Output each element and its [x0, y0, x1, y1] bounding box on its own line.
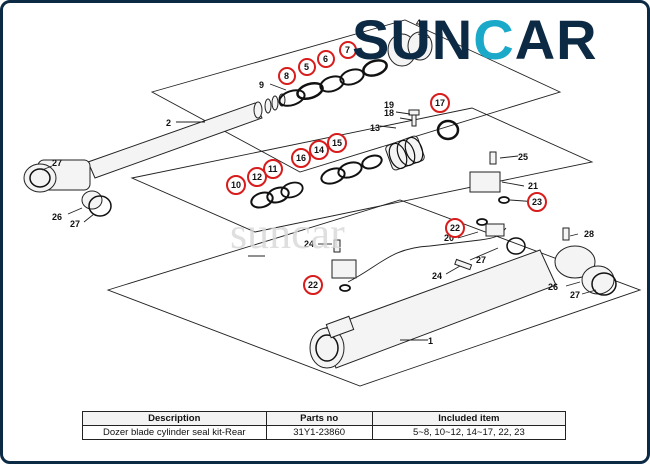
kit-callout-6: 6	[323, 54, 328, 64]
kit-callouts: 7 6 5 8 17 15 14 16 11 12 10 22 22 23	[226, 41, 547, 295]
table-header-row: Description Parts no Included item	[82, 411, 567, 426]
callout-4: 4	[416, 18, 421, 28]
rod-eye	[23, 159, 112, 217]
header-description: Description	[82, 411, 267, 426]
cell-parts-no: 31Y1-23860	[265, 425, 373, 440]
piston-seal-rings	[250, 154, 383, 209]
kit-callout-12: 12	[252, 172, 262, 182]
callout-28: 28	[584, 229, 594, 239]
callout-27d: 27	[570, 290, 580, 300]
callout-1-label: 2	[166, 118, 171, 128]
frame-tube-group	[106, 199, 642, 387]
frame-rod-group	[150, 19, 562, 173]
kit-callout-10: 10	[231, 180, 241, 190]
cell-included-item: 5~8, 10~12, 14~17, 22, 23	[371, 425, 567, 440]
callout-26b: 26	[548, 282, 558, 292]
callout-18: 18	[384, 108, 394, 118]
o-ring-22-lower	[339, 284, 351, 292]
header-parts-no: Parts no	[265, 411, 373, 426]
kit-callout-11: 11	[268, 164, 278, 174]
callout-13: 13	[370, 123, 380, 133]
brand-logo-part2: AR	[514, 8, 598, 71]
leader-lines	[41, 33, 597, 341]
piston-rod	[87, 93, 286, 179]
callout-27b: 27	[70, 219, 80, 229]
kit-callout-22-lower: 22	[308, 280, 318, 290]
kit-callout-8: 8	[284, 71, 289, 81]
callout-24b: 24	[432, 271, 442, 281]
header-included-item: Included item	[371, 411, 567, 426]
kit-callout-16: 16	[296, 153, 306, 163]
cell-description: Dozer blade cylinder seal kit-Rear	[82, 425, 267, 440]
callout-19: 19	[384, 100, 394, 110]
kit-callout-14: 14	[314, 145, 324, 155]
callout-24a: 24	[304, 239, 314, 249]
kit-callout-15: 15	[332, 138, 342, 148]
o-ring-23	[498, 196, 510, 204]
kit-callout-22-upper: 22	[450, 223, 460, 233]
kit-callout-7: 7	[345, 45, 350, 55]
kit-callout-5: 5	[304, 62, 309, 72]
wear-ring-17	[436, 119, 460, 141]
o-ring-22-upper	[476, 218, 488, 226]
watermark-text: suncar	[230, 209, 345, 258]
pipe-block	[331, 259, 357, 279]
kit-callout-23: 23	[532, 197, 542, 207]
callout-27c: 27	[476, 255, 486, 265]
bolts	[333, 151, 570, 271]
callout-21: 21	[528, 181, 538, 191]
piston	[385, 135, 425, 171]
brand-logo-mark: C	[473, 8, 515, 71]
piston-bolt	[408, 109, 420, 127]
frame-seal-group	[130, 107, 594, 233]
callout-1: 1	[428, 336, 433, 346]
valve-block	[469, 171, 501, 193]
callout-27a: 27	[52, 158, 62, 168]
cylinder-head	[387, 31, 433, 67]
kit-callout-17: 17	[435, 98, 445, 108]
brand-logo-part1: SUN	[352, 8, 474, 71]
callout-20: 20	[444, 233, 454, 243]
rod-seal-rings	[278, 59, 388, 107]
brand-logo: SUNCAR	[352, 12, 598, 68]
callout-26a: 26	[52, 212, 62, 222]
pipe-flange	[485, 223, 505, 237]
table-row: Dozer blade cylinder seal kit-Rear 31Y1-…	[82, 425, 567, 440]
cylinder-tube	[309, 237, 617, 369]
seal-kit-table: Description Parts no Included item Dozer…	[82, 411, 567, 440]
callout-25: 25	[518, 152, 528, 162]
callout-9: 9	[259, 80, 264, 90]
